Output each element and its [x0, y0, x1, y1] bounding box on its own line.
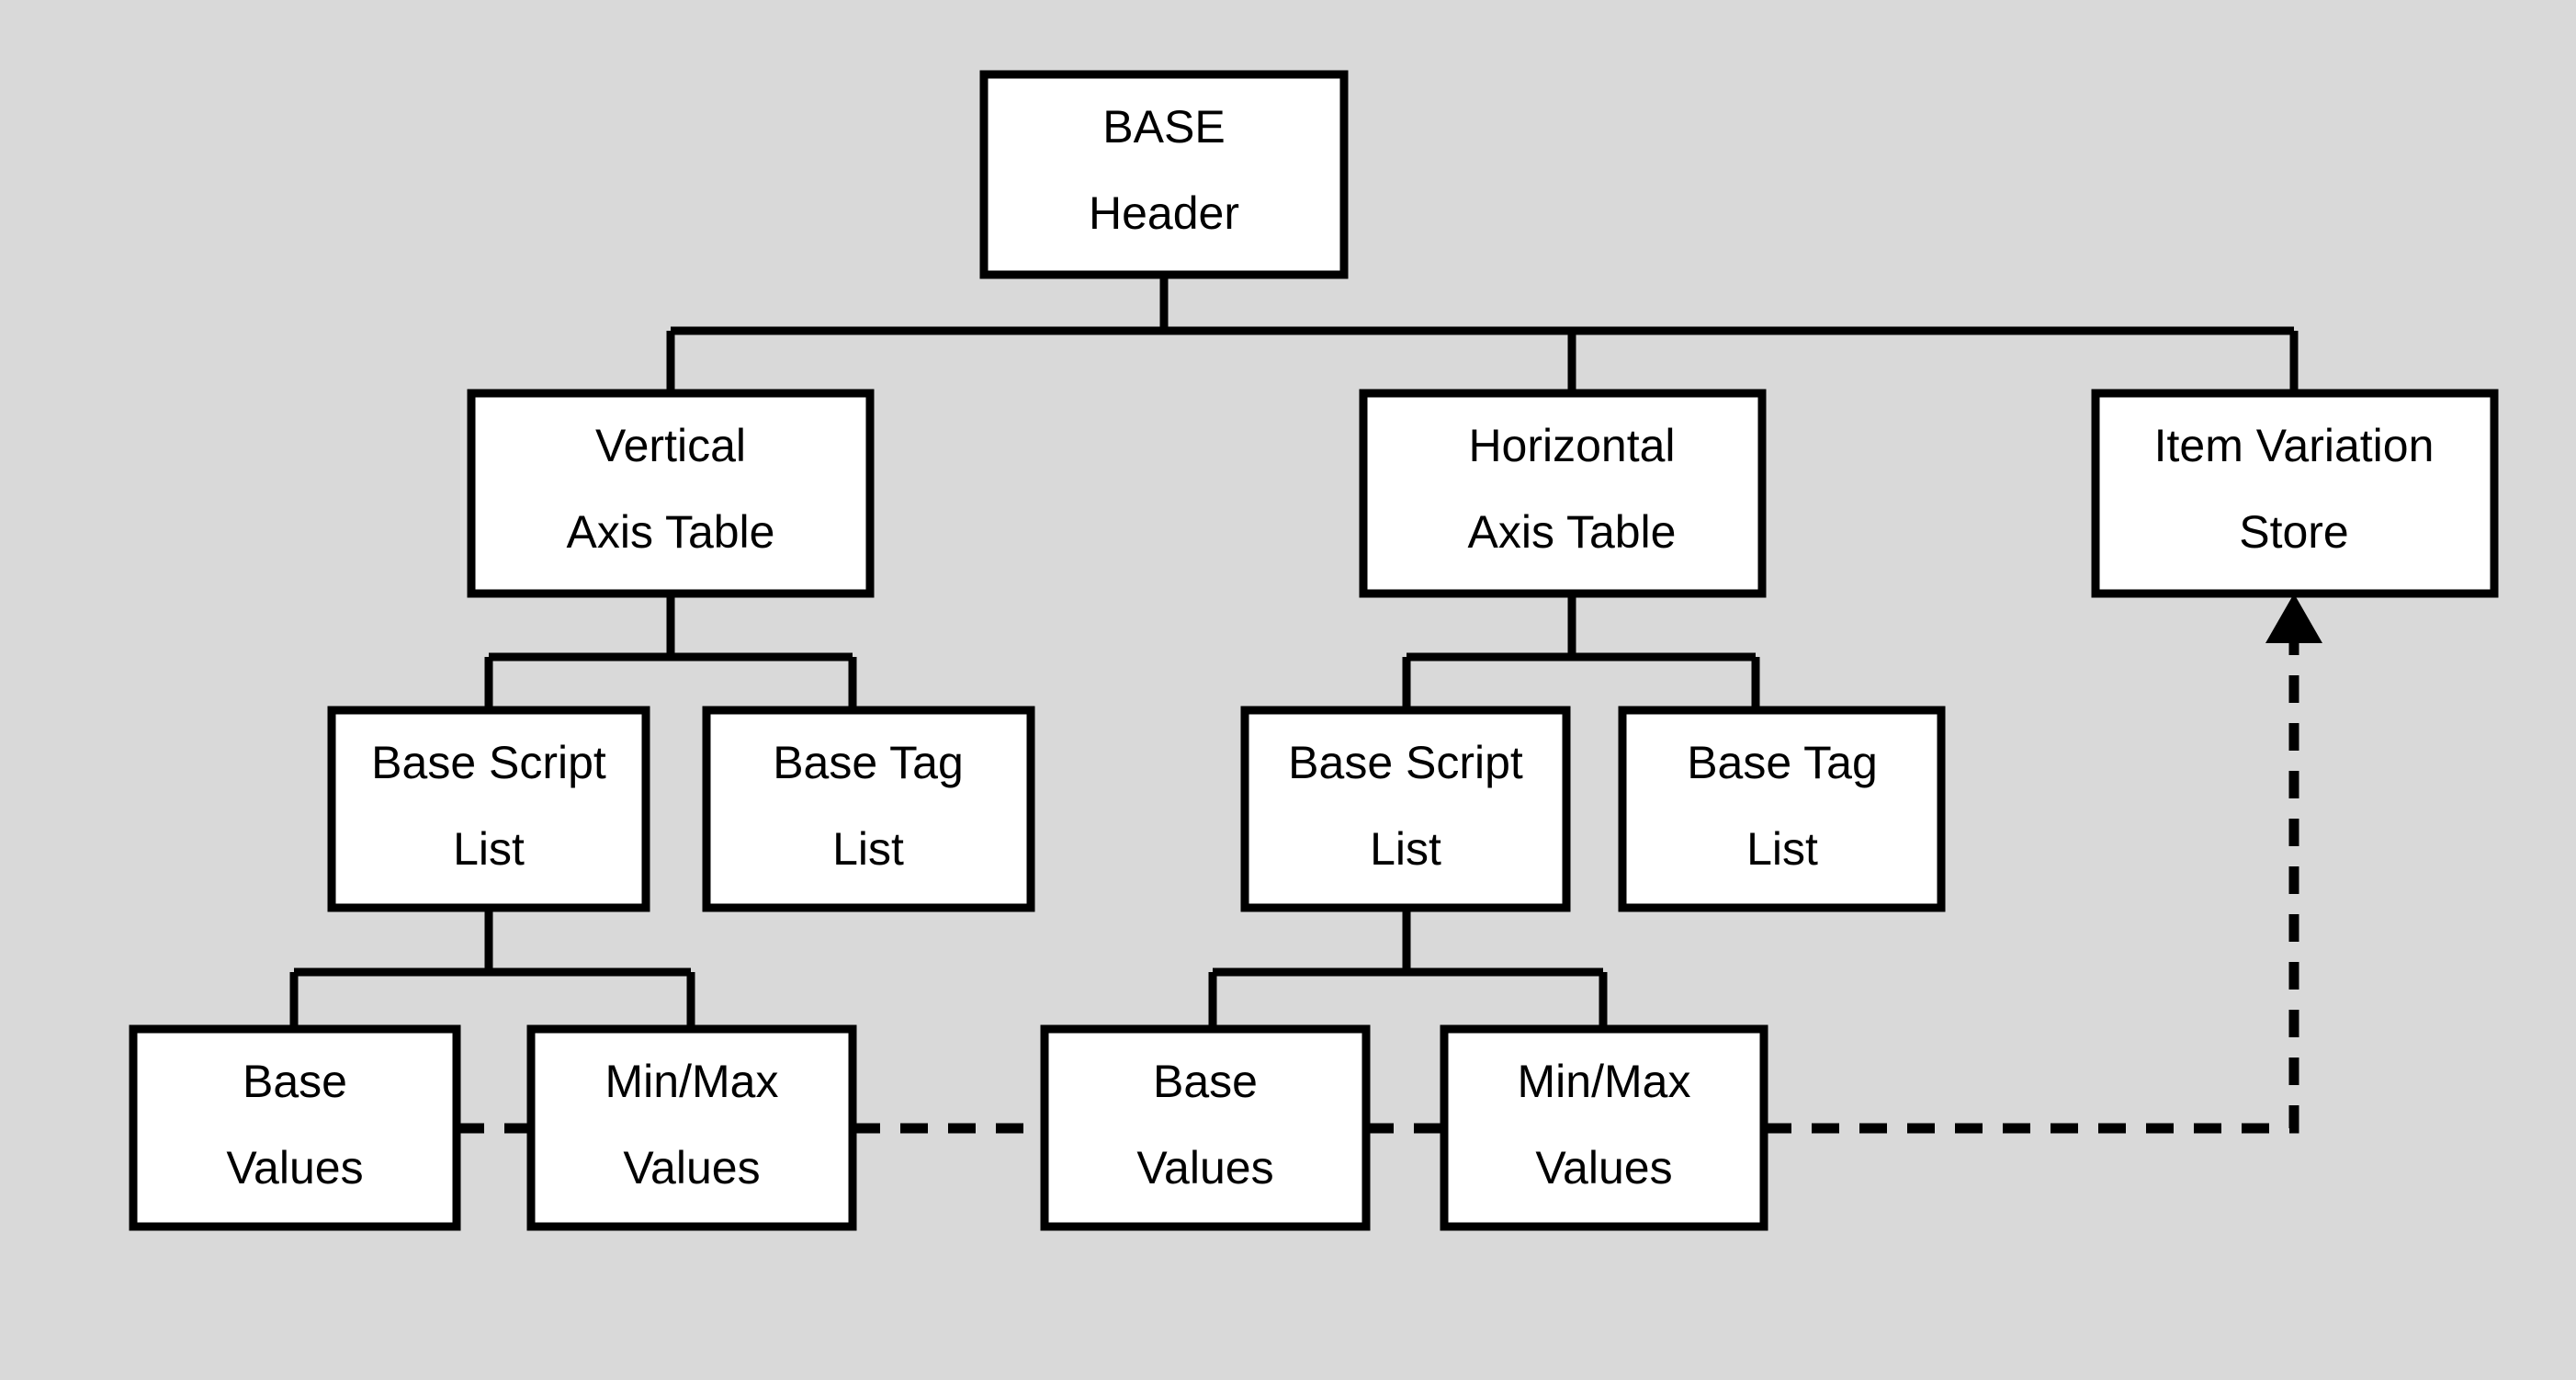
node-v-base-script-list[interactable]: Base Script List: [327, 706, 650, 912]
node-vertical-axis-table[interactable]: Vertical Axis Table: [467, 389, 875, 598]
node-v-base-script-list-line2: List: [453, 823, 525, 875]
node-v-base-values-line2: Values: [226, 1142, 363, 1193]
node-h-base-tag-list-line1: Base Tag: [1687, 737, 1878, 788]
arrowhead-to-item-variation-store: [2265, 594, 2322, 643]
node-h-minmax-values-line1: Min/Max: [1518, 1056, 1691, 1107]
node-v-minmax-values[interactable]: Min/Max Values: [526, 1024, 857, 1231]
node-vertical-axis-table-line2: Axis Table: [567, 506, 775, 558]
node-item-variation-store-line1: Item Variation: [2154, 420, 2435, 471]
node-h-base-script-list-box: [1240, 706, 1571, 912]
node-horizontal-axis-table[interactable]: Horizontal Axis Table: [1359, 389, 1767, 598]
node-h-base-script-list-line2: List: [1370, 823, 1441, 875]
node-item-variation-store-box: [2091, 389, 2499, 598]
node-h-base-values-box: [1040, 1024, 1371, 1231]
edge-dashed-hmm-to-item-variation-store: [1764, 634, 2299, 1134]
node-base-header-line2: Header: [1089, 187, 1239, 239]
node-h-base-values-line1: Base: [1153, 1056, 1258, 1107]
node-horizontal-axis-table-box: [1359, 389, 1767, 598]
node-h-minmax-values-box: [1440, 1024, 1768, 1231]
node-horizontal-axis-table-line2: Axis Table: [1468, 506, 1677, 558]
node-h-minmax-values-line2: Values: [1535, 1142, 1672, 1193]
node-item-variation-store[interactable]: Item Variation Store: [2091, 389, 2499, 598]
node-h-base-script-list[interactable]: Base Script List: [1240, 706, 1571, 912]
node-vertical-axis-table-box: [467, 389, 875, 598]
node-vertical-axis-table-line1: Vertical: [595, 420, 746, 471]
node-v-minmax-values-box: [526, 1024, 857, 1231]
node-base-header[interactable]: BASE Header: [979, 70, 1349, 279]
node-v-minmax-values-line1: Min/Max: [605, 1056, 779, 1107]
node-h-minmax-values[interactable]: Min/Max Values: [1440, 1024, 1768, 1231]
node-h-base-tag-list-line2: List: [1746, 823, 1818, 875]
node-item-variation-store-line2: Store: [2239, 506, 2349, 558]
node-v-base-tag-list-line1: Base Tag: [773, 737, 964, 788]
connector-layer: [289, 275, 2322, 1134]
node-h-base-tag-list[interactable]: Base Tag List: [1618, 706, 1946, 912]
node-v-base-tag-list-box: [702, 706, 1035, 912]
node-v-base-tag-list[interactable]: Base Tag List: [702, 706, 1035, 912]
node-h-base-values-line2: Values: [1136, 1142, 1273, 1193]
node-base-header-box: [979, 70, 1349, 279]
node-h-base-script-list-line1: Base Script: [1288, 737, 1523, 788]
node-h-base-values[interactable]: Base Values: [1040, 1024, 1371, 1231]
node-v-base-tag-list-line2: List: [832, 823, 904, 875]
node-v-base-values-box: [129, 1024, 461, 1231]
node-horizontal-axis-table-line1: Horizontal: [1468, 420, 1675, 471]
node-v-base-script-list-box: [327, 706, 650, 912]
node-v-base-values[interactable]: Base Values: [129, 1024, 461, 1231]
node-h-base-tag-list-box: [1618, 706, 1946, 912]
node-v-base-script-list-line1: Base Script: [371, 737, 606, 788]
node-v-minmax-values-line2: Values: [623, 1142, 760, 1193]
node-base-header-line1: BASE: [1102, 101, 1225, 153]
node-v-base-values-line1: Base: [243, 1056, 347, 1107]
